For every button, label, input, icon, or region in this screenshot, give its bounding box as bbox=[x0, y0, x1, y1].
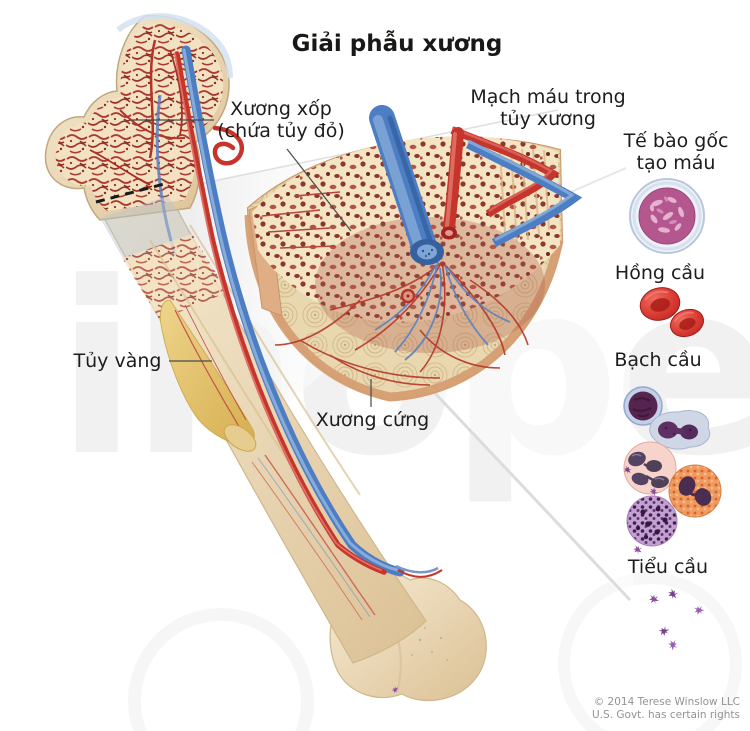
label-stem-cell-line1: Tế bào gốc bbox=[623, 130, 729, 152]
label-platelet: Tiểu cầu bbox=[627, 556, 709, 578]
central-artery bbox=[441, 127, 464, 240]
lymphocyte bbox=[623, 386, 663, 426]
label-marrow-vessels-line2: tủy xương bbox=[500, 108, 596, 131]
stem-cell-illustration bbox=[629, 178, 705, 254]
label-red-blood-cell: Hồng cầu bbox=[614, 262, 706, 284]
copyright-line2: U.S. Govt. has certain rights bbox=[592, 709, 740, 722]
cartilage-highlight bbox=[116, 13, 233, 79]
label-stem-cell-line2: tạo máu bbox=[636, 152, 716, 175]
yellow-marrow-area bbox=[160, 299, 257, 452]
page-title: Giải phẫu xương bbox=[291, 31, 503, 57]
break-dashed-line bbox=[95, 182, 165, 204]
label-yellow-marrow: Tủy vàng bbox=[73, 350, 162, 372]
eosinophil bbox=[668, 464, 722, 518]
entry-vessels bbox=[450, 126, 583, 247]
label-spongy-bone-line2: (chứa tủy đỏ) bbox=[217, 120, 345, 143]
label-leader-lines bbox=[130, 119, 372, 407]
basophil bbox=[626, 495, 678, 547]
neutrophil bbox=[623, 441, 677, 495]
label-spongy-bone: Xương xốp (chứa tủy đỏ) bbox=[195, 98, 367, 142]
label-stem-cell: Tế bào gốc tạo máu bbox=[612, 130, 740, 174]
white-blood-cells-illustration bbox=[623, 386, 722, 547]
red-blood-cells-illustration bbox=[639, 287, 704, 338]
monocyte bbox=[649, 410, 711, 450]
copyright-credit: © 2014 Terese Winslow LLC U.S. Govt. has… bbox=[592, 696, 740, 723]
label-compact-bone: Xương cứng bbox=[315, 409, 430, 431]
nutrient-vessels bbox=[174, 45, 443, 578]
bone-texture-dots bbox=[411, 627, 448, 661]
bone-cross-section bbox=[244, 105, 583, 402]
label-marrow-vessels: Mạch máu trong tủy xương bbox=[458, 86, 638, 130]
label-marrow-vessels-line1: Mạch máu trong bbox=[470, 86, 626, 108]
label-spongy-bone-line1: Xương xốp bbox=[230, 98, 332, 120]
label-white-blood-cell: Bạch cầu bbox=[614, 349, 702, 371]
copyright-line1: © 2014 Terese Winslow LLC bbox=[593, 695, 740, 708]
central-vein bbox=[369, 105, 444, 265]
marrow-vessel-network bbox=[274, 261, 529, 386]
